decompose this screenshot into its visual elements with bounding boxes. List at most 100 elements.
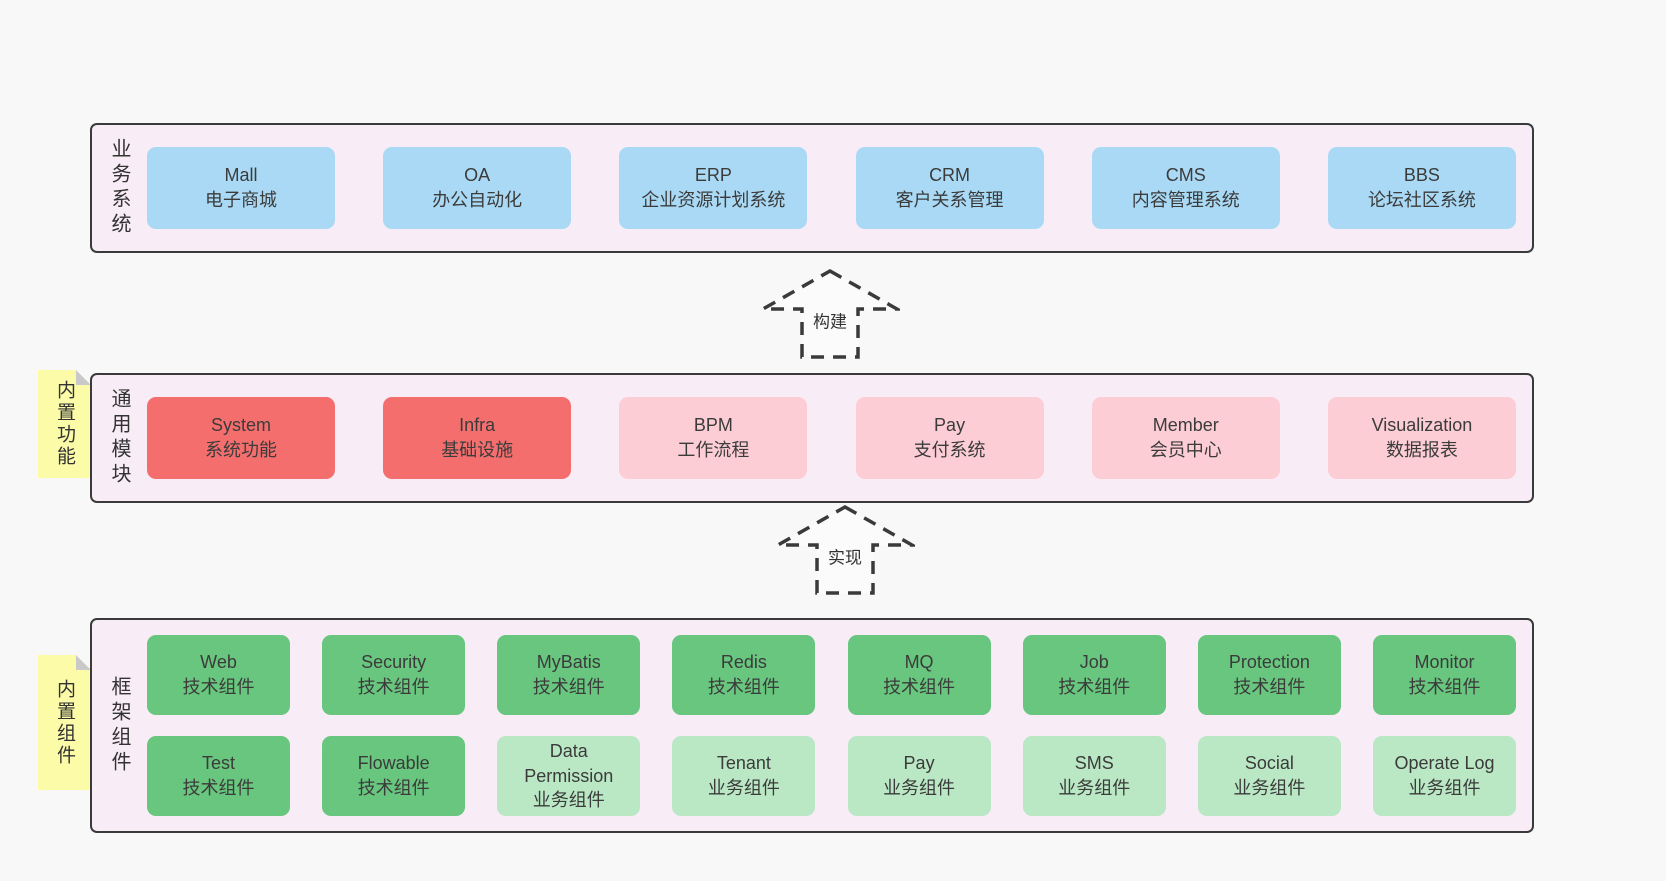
box-title: Mall (224, 165, 258, 186)
box-subtitle: 技术组件 (357, 677, 430, 697)
box-subtitle: 业务组件 (532, 790, 605, 811)
box-visualization: Visualization 数据报表 (1327, 397, 1516, 479)
box-subtitle: 支付系统 (913, 440, 986, 460)
box-subtitle: 技术组件 (182, 677, 255, 697)
box-subtitle: 电子商城 (205, 190, 277, 210)
box-subtitle: 技术组件 (182, 778, 255, 798)
box-title: Infra (459, 415, 496, 436)
box-cms: CMS 内容管理系统 (1091, 147, 1280, 229)
box-pay: Pay 支付系统 (855, 397, 1044, 479)
implement-arrow: 实现 (775, 504, 915, 596)
box-title: Web (200, 652, 237, 673)
sticky-note-text: 内置功能 (54, 380, 75, 468)
box-flowable: Flowable 技术组件 (322, 736, 466, 816)
box-system: System 系统功能 (147, 397, 335, 479)
box-title: CRM (929, 165, 971, 186)
build-arrow: 构建 (760, 268, 900, 360)
box-subtitle: 办公自动化 (432, 190, 523, 210)
box-subtitle: 业务组件 (883, 778, 956, 798)
layer-business-systems: 业务系统 Mall 电子商城 OA 办公自动化 ERP 企业资源计划系统 CRM 客户关系管理… (90, 123, 1534, 253)
box-security: Security 技术组件 (322, 635, 466, 715)
box-member: Member 会员中心 (1091, 397, 1280, 479)
box-tenant: Tenant 业务组件 (672, 736, 816, 816)
box-subtitle: 工作流程 (677, 440, 750, 460)
box-subtitle: 业务组件 (707, 778, 780, 798)
box-subtitle: 数据报表 (1385, 440, 1458, 460)
box-subtitle: 业务组件 (1058, 778, 1131, 798)
box-title: Test (201, 753, 235, 774)
box-title: MQ (904, 652, 934, 673)
box-title: BBS (1403, 165, 1440, 186)
box-title: ERP (694, 165, 732, 186)
box-title: Security (361, 652, 427, 673)
box-subtitle: 技术组件 (1408, 677, 1481, 697)
box-subtitle: 技术组件 (1233, 677, 1306, 697)
box-subtitle: 论坛社区系统 (1367, 190, 1476, 210)
box-title: Operate Log (1394, 753, 1495, 774)
box-sms: SMS 业务组件 (1022, 736, 1166, 816)
box-subtitle: 业务组件 (1233, 778, 1306, 798)
layer-label-framework-components: 框架组件 (108, 675, 130, 776)
box-subtitle: 技术组件 (1058, 677, 1131, 697)
box-subtitle: 技术组件 (357, 778, 430, 798)
box-erp: ERP 企业资源计划系统 (619, 147, 808, 229)
box-mall: Mall 电子商城 (147, 147, 335, 229)
box-title: Flowable (357, 753, 430, 774)
box-subtitle: 系统功能 (205, 440, 277, 460)
box-title: Job (1079, 652, 1109, 673)
sticky-note-builtin-features: 内置功能 (38, 370, 91, 478)
box-pay: Pay 业务组件 (847, 736, 991, 816)
box-web: Web 技术组件 (147, 635, 290, 715)
layer-rows: Mall 电子商城 OA 办公自动化 ERP 企业资源计划系统 CRM 客户关系管理 CMS 内容… (147, 125, 1516, 251)
arrow-label: 实现 (826, 543, 864, 569)
box-title: System (210, 415, 271, 436)
box-title: Pay (903, 753, 935, 774)
box-title: Protection (1228, 652, 1310, 673)
box-title: Pay (934, 415, 966, 436)
box-title: MyBatis (536, 652, 601, 673)
arrow-label: 构建 (811, 307, 849, 333)
box-job: Job 技术组件 (1022, 635, 1166, 715)
box-title: CMS (1165, 165, 1206, 186)
box-title: Redis (720, 652, 767, 673)
box-title: Data Permission (524, 740, 614, 786)
box-title: Monitor (1414, 652, 1475, 673)
box-title: OA (464, 165, 491, 186)
box-subtitle: 技术组件 (532, 677, 605, 697)
box-oa: OA 办公自动化 (383, 147, 572, 229)
layer-label-business-systems: 业务系统 (108, 138, 130, 238)
box-title: SMS (1074, 753, 1114, 774)
box-monitor: Monitor 技术组件 (1372, 635, 1516, 715)
box-subtitle: 企业资源计划系统 (641, 190, 786, 210)
sticky-note-text: 内置组件 (54, 678, 75, 767)
box-title: Tenant (716, 753, 771, 774)
box-mybatis: MyBatis 技术组件 (497, 635, 641, 715)
box-title: Visualization (1371, 415, 1473, 436)
box-subtitle: 基础设施 (441, 440, 514, 460)
box-data-permission: Data Permission 业务组件 (497, 736, 641, 816)
box-subtitle: 客户关系管理 (895, 190, 1004, 210)
layer-label-common-modules: 通用模块 (108, 388, 130, 488)
box-title: Member (1152, 415, 1219, 436)
folded-corner-icon (76, 370, 91, 385)
box-subtitle: 技术组件 (707, 677, 780, 697)
box-redis: Redis 技术组件 (672, 635, 816, 715)
box-protection: Protection 技术组件 (1197, 635, 1341, 715)
folded-corner-icon (76, 655, 91, 670)
box-subtitle: 内容管理系统 (1131, 190, 1240, 210)
box-bbs: BBS 论坛社区系统 (1327, 147, 1516, 229)
sticky-note-builtin-components: 内置组件 (38, 655, 91, 790)
box-subtitle: 会员中心 (1149, 440, 1222, 460)
